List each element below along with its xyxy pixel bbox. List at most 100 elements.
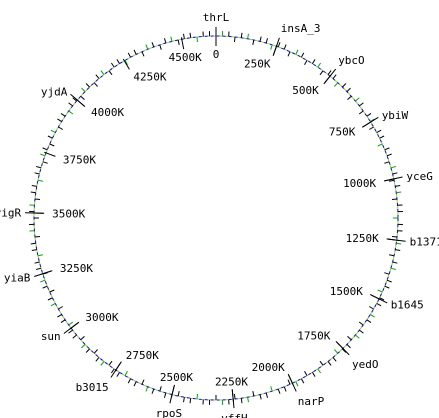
gene-tick [288,374,297,392]
minor-tick [49,289,55,293]
minor-tick [93,349,98,354]
scale-label: 3500K [52,208,85,221]
minor-tick [141,51,145,57]
minor-tick [164,392,167,398]
minor-tick [283,386,287,392]
minor-tick [42,285,48,289]
minor-tick [384,272,390,275]
minor-tick [81,87,86,92]
minor-tick [30,191,36,194]
minor-tick [295,381,299,387]
gene-label: rpoS [156,407,183,418]
scale-label: 1000K [343,177,376,190]
gene-label: thrL [203,11,230,24]
gene-tick [370,294,388,304]
minor-tick [80,336,85,341]
minor-tick [295,49,299,55]
minor-tick [127,378,132,384]
minor-tick [145,44,149,50]
minor-tick [68,329,73,334]
minor-tick [332,74,337,79]
minor-tick [81,344,86,349]
minor-tick [252,39,255,45]
minor-tick [359,329,364,334]
minor-tick [183,397,185,403]
minor-tick [50,302,56,307]
minor-tick [389,254,395,257]
minor-tick [270,44,273,50]
gene-label: yjdA [41,86,68,99]
minor-tick [334,349,339,354]
minor-tick [124,60,128,65]
minor-tick [358,110,364,115]
gene-label: yigR [0,207,21,220]
minor-tick [116,59,121,64]
minor-tick [395,185,401,187]
minor-tick [189,398,192,404]
scale-tick [180,37,185,50]
minor-tick [259,394,262,400]
minor-tick [151,42,155,48]
minor-tick [327,361,332,366]
minor-tick [100,361,105,366]
gene-tick [362,116,379,128]
scale-label: 0 [213,48,220,61]
minor-tick [57,118,62,123]
minor-tick [384,161,390,164]
scale-label: 2000K [252,361,285,374]
scale-tick [122,58,130,70]
minor-tick [379,297,385,301]
minor-tick [110,368,115,374]
minor-tick [392,172,398,175]
gene-markers: thrLinsA_3ybcOybiWyceGb1371b1645yedOnarP… [0,11,439,418]
minor-tick [369,126,374,130]
gene-tick [34,270,52,277]
minor-tick [319,360,324,366]
minor-tick [270,386,273,392]
minor-tick [127,52,132,58]
scale-label: 4500K [169,51,202,64]
minor-tick [68,110,74,115]
gene-label: sun [41,330,61,343]
minor-tick [252,391,255,397]
minor-tick [355,334,360,339]
minor-tick [265,38,268,44]
minor-tick [95,357,100,362]
minor-ticks [29,31,403,405]
minor-tick [34,172,40,175]
minor-tick [366,112,372,117]
scale-label: 3750K [63,153,96,166]
minor-tick [317,62,322,68]
minor-tick [189,32,192,38]
minor-tick [395,249,401,251]
minor-tick [170,36,173,42]
minor-tick [391,198,398,200]
minor-tick [68,102,73,107]
minor-tick [379,135,385,139]
scale-tick [44,151,56,157]
minor-tick [317,368,322,374]
minor-tick [342,83,347,88]
minor-tick [287,379,291,385]
gene-tick [70,93,85,107]
minor-tick [36,267,42,270]
minor-tick [85,83,90,88]
scale-label: 2750K [126,349,159,362]
scale-label: 3250K [60,262,93,275]
minor-tick [42,147,48,151]
minor-tick [355,97,360,102]
gene-label: b1645 [391,299,424,312]
minor-tick [124,371,128,376]
minor-tick [359,102,364,107]
minor-tick [346,344,351,349]
scale-label: 250K [244,57,271,70]
minor-tick [277,42,281,48]
minor-tick [311,372,316,377]
scale-label: 500K [292,84,319,97]
minor-tick [34,261,40,264]
minor-tick [34,236,41,238]
minor-tick [133,381,137,387]
minor-tick [34,198,41,200]
minor-tick [277,388,281,394]
